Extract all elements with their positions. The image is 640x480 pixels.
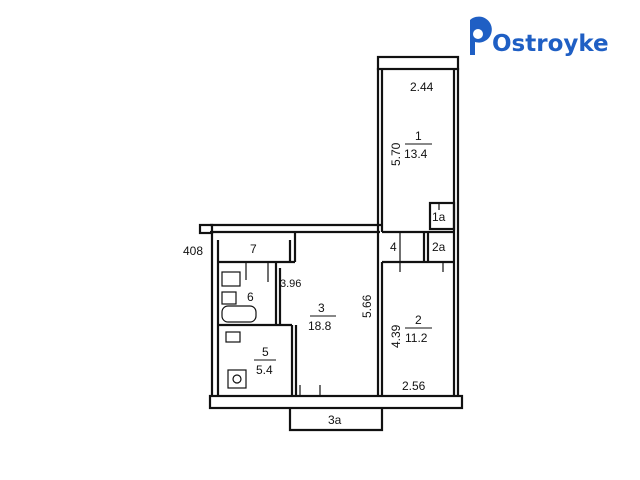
room2a-number: 2a [432,240,446,254]
room7-number: 7 [250,242,257,256]
room3-length: 5.66 [360,294,374,318]
kitchen-sink-icon [225,331,241,343]
room1a-number: 1a [432,210,446,224]
room1-number: 1 [415,129,422,143]
stove-icon [227,369,247,389]
room5-area: 5.4 [256,363,273,377]
room5-number: 5 [262,345,269,359]
room1-length: 5.70 [389,142,403,166]
room-labels: 2.44 1 13.4 5.70 1a 2a 4 2 11.2 4.39 2.5… [183,80,446,427]
walls [198,55,464,432]
room2-length: 4.39 [389,324,403,348]
bathtub-icon [221,305,257,323]
room3-number: 3 [318,301,325,315]
room2-number: 2 [415,313,422,327]
room1-width: 2.44 [410,80,434,94]
location-pin-icon [470,16,492,55]
room2-width: 2.56 [402,379,426,393]
room3-area: 18.8 [308,319,332,333]
room4-number: 4 [390,240,397,254]
room3-width: 3.96 [280,278,301,290]
room3a-number: 3a [328,413,342,427]
entrance-code: 408 [183,244,203,258]
room1-area: 13.4 [404,147,428,161]
door-marks-right [399,202,444,272]
toilet-icon [221,271,241,287]
sink-icon [221,291,237,305]
brand-name: Ostroyke [492,31,609,57]
fixtures [221,202,444,395]
room2-area: 11.2 [405,331,428,345]
brand-logo: Ostroyke [470,16,609,57]
door-marks [245,262,321,395]
room6-number: 6 [247,290,254,304]
